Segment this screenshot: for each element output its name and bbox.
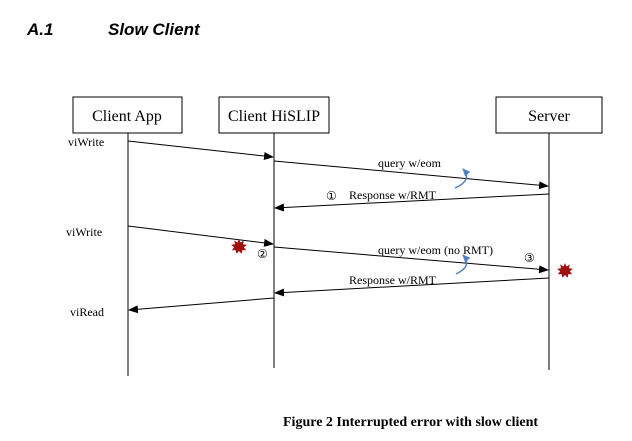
arrow-viread — [128, 297, 275, 314]
message-label-query-2: query w/eom (no RMT) — [378, 243, 493, 257]
error-burst-icon-2 — [557, 263, 573, 278]
curved-arrow-icon-2 — [455, 254, 471, 275]
participant-client-app-label: Client App — [92, 108, 162, 125]
error-burst-icon-1 — [231, 239, 247, 254]
arrow-response-1 — [274, 193, 550, 212]
participant-client-app: Client App — [72, 96, 183, 134]
call-label-viwrite-1: viWrite — [68, 135, 104, 149]
figure-caption: Figure 2 Interrupted error with slow cli… — [283, 415, 539, 430]
marker-one: ① — [326, 189, 337, 203]
arrow-query-1 — [273, 160, 549, 190]
arrow-viwrite-2 — [127, 225, 274, 247]
message-label-response-2: Response w/RMT — [349, 273, 437, 287]
participant-server-label: Server — [528, 108, 570, 125]
section-title: Slow Client — [108, 20, 200, 39]
arrow-response-2 — [274, 277, 550, 297]
arrow-query-2 — [273, 246, 549, 274]
message-label-response-1: Response w/RMT — [349, 188, 437, 202]
marker-two: ② — [257, 247, 268, 261]
section-number: A.1 — [27, 20, 54, 39]
message-label-query-1: query w/eom — [378, 156, 442, 170]
call-label-viread: viRead — [70, 305, 104, 319]
participant-client-hislip-label: Client HiSLIP — [228, 108, 320, 125]
participant-server: Server — [495, 96, 603, 134]
marker-three: ③ — [524, 251, 535, 265]
arrow-viwrite-1 — [127, 140, 274, 160]
curved-arrow-icon-1 — [454, 168, 471, 189]
participant-client-hislip: Client HiSLIP — [218, 96, 330, 134]
call-label-viwrite-2: viWrite — [66, 225, 102, 239]
